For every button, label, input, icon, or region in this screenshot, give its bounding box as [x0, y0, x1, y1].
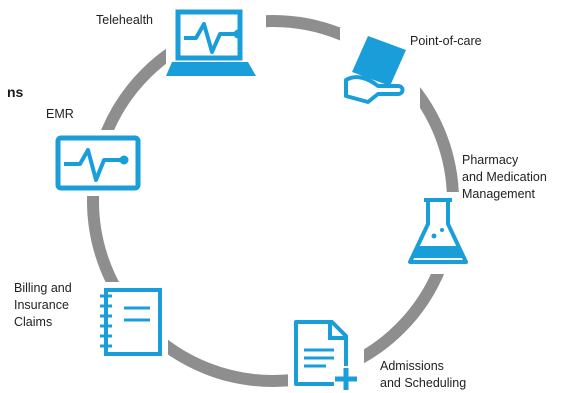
node-label-telehealth: Telehealth: [96, 13, 153, 27]
node-label-emr: EMR: [46, 107, 74, 121]
node-label-billing: Billing and Insurance Claims: [14, 281, 72, 329]
node-label-pharmacy: Pharmacy and Medication Management: [462, 153, 547, 201]
notepad-icon: [90, 282, 168, 360]
partial-heading-text: ns: [7, 84, 24, 100]
monitor-heartbeat-icon: [50, 130, 144, 196]
flask-icon: [402, 192, 472, 274]
hand-tablet-icon: [340, 28, 420, 110]
node-label-point-of-care: Point-of-care: [410, 34, 482, 48]
node-label-admissions: Admissions and Scheduling: [380, 359, 467, 390]
document-plus-icon: [288, 312, 364, 392]
laptop-heartbeat-icon: [166, 4, 266, 80]
